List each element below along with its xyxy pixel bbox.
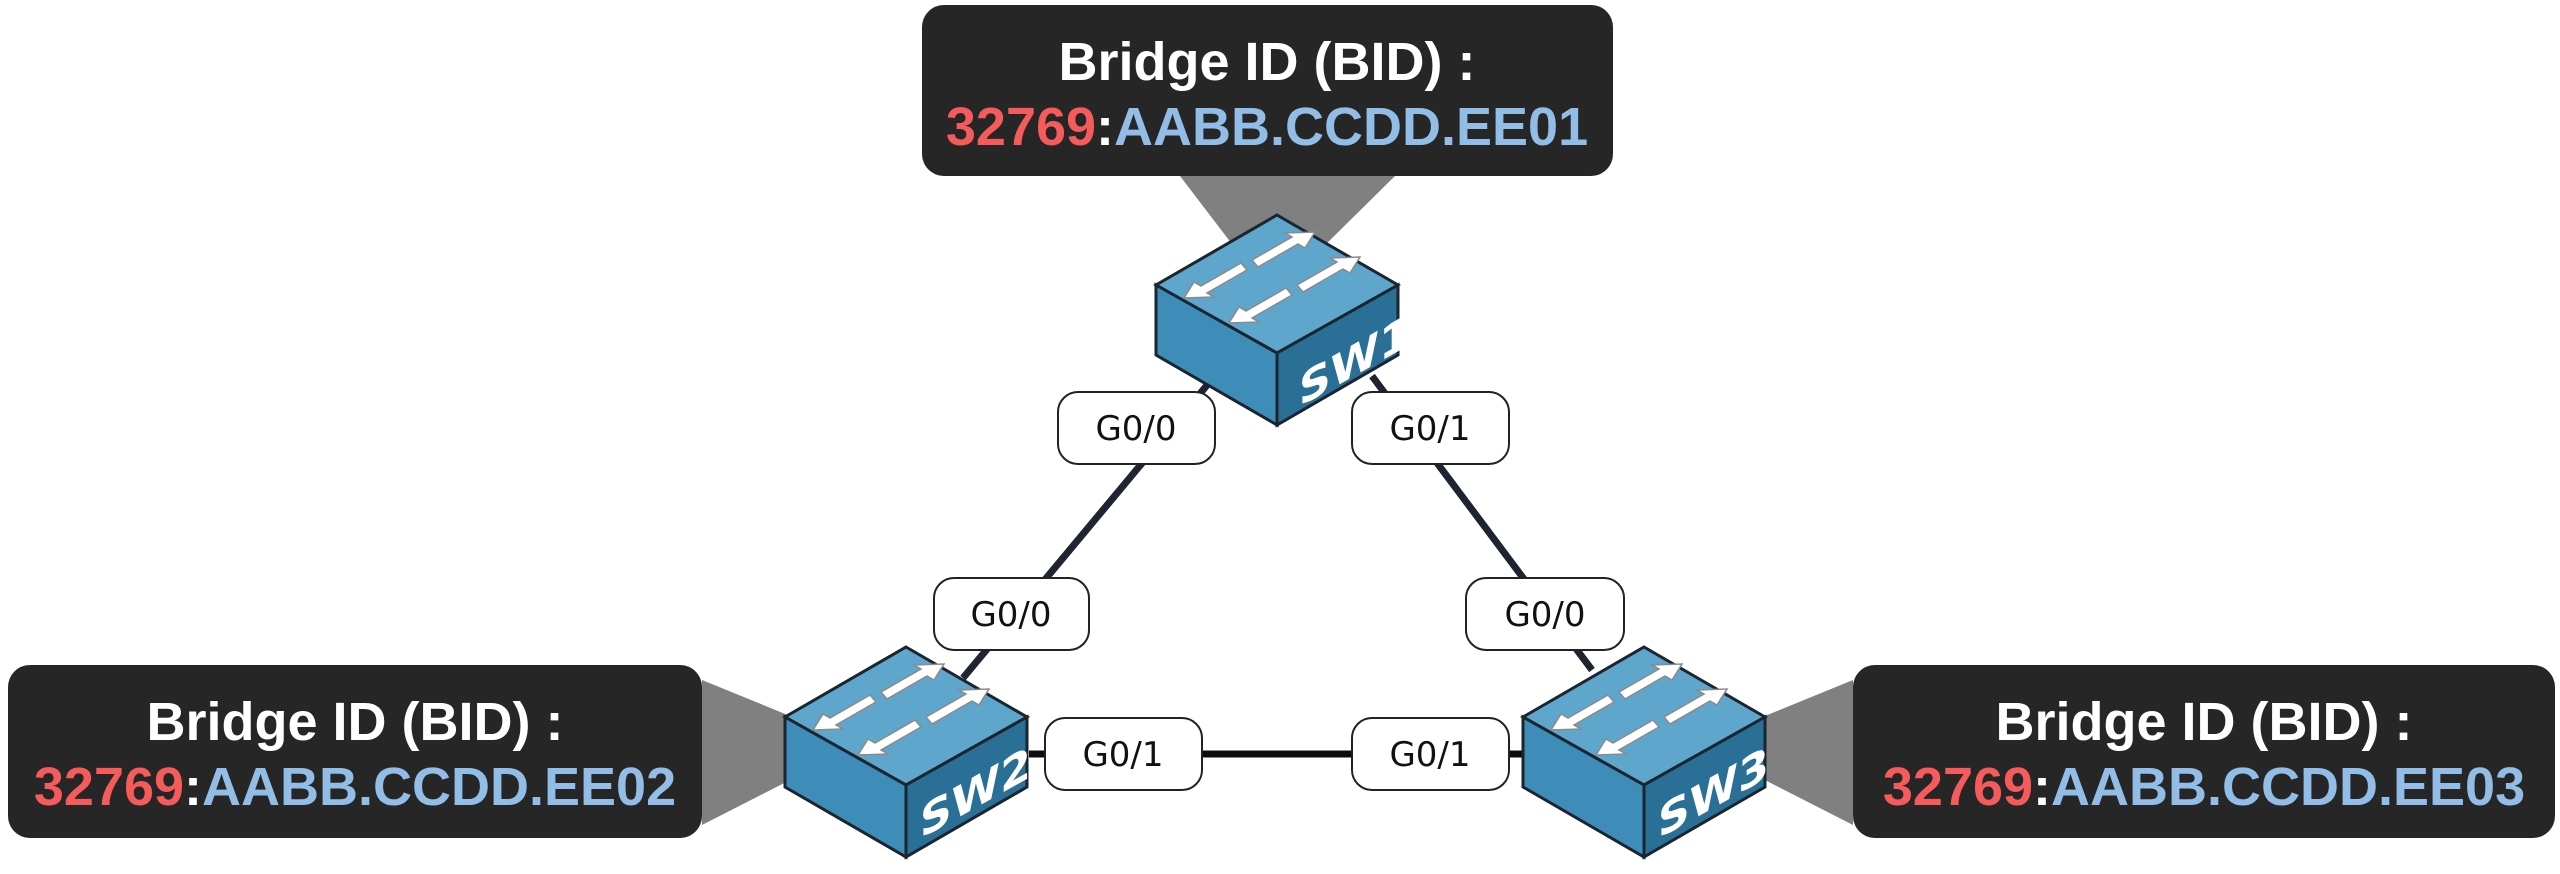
bid-callout-pointer-sw2 [702,680,800,825]
bid-callout-pointer-sw1 [1180,176,1395,252]
bid-mac: AABB.CCDD.EE03 [2051,757,2525,817]
port-text: G0/1 [1389,735,1470,775]
bid-priority: 32769 [946,97,1096,157]
bid-value: 32769:AABB.CCDD.EE03 [1883,757,2525,817]
port-text: G0/0 [970,595,1051,635]
port-label-sw2-g01: G0/1 [1044,717,1203,791]
bid-callout-pointer-sw3 [1755,680,1853,825]
bid-title: Bridge ID (BID) : [1996,692,2413,752]
switch-icon [1521,645,1767,859]
bid-priority: 32769 [1883,757,2033,817]
bid-title: Bridge ID (BID) : [147,692,564,752]
switch-sw2[interactable]: SW2 [783,645,1031,859]
bid-priority: 32769 [34,757,184,817]
port-text: G0/1 [1082,735,1163,775]
bid-mac: AABB.CCDD.EE01 [1114,97,1588,157]
port-label-sw1-g01: G0/1 [1351,391,1510,465]
port-text: G0/1 [1389,409,1470,449]
bid-box-sw1: Bridge ID (BID) : 32769:AABB.CCDD.EE01 [922,5,1613,176]
bid-title: Bridge ID (BID) : [1059,32,1476,92]
port-label-sw3-g01: G0/1 [1351,717,1510,791]
port-label-sw2-g00: G0/0 [933,577,1090,651]
bid-value: 32769:AABB.CCDD.EE02 [34,757,676,817]
bid-box-sw2: Bridge ID (BID) : 32769:AABB.CCDD.EE02 [8,665,702,838]
port-label-sw3-g00: G0/0 [1465,577,1625,651]
port-text: G0/0 [1504,595,1585,635]
bid-separator: : [2033,757,2051,817]
bid-separator: : [1096,97,1114,157]
port-text: G0/0 [1095,409,1176,449]
port-label-sw1-g00: G0/0 [1057,391,1216,465]
switch-icon [783,645,1029,859]
bid-separator: : [184,757,202,817]
bid-box-sw3: Bridge ID (BID) : 32769:AABB.CCDD.EE03 [1853,665,2555,838]
switch-sw3[interactable]: SW3 [1521,645,1769,859]
bid-mac: AABB.CCDD.EE02 [202,757,676,817]
bid-value: 32769:AABB.CCDD.EE01 [946,97,1588,157]
